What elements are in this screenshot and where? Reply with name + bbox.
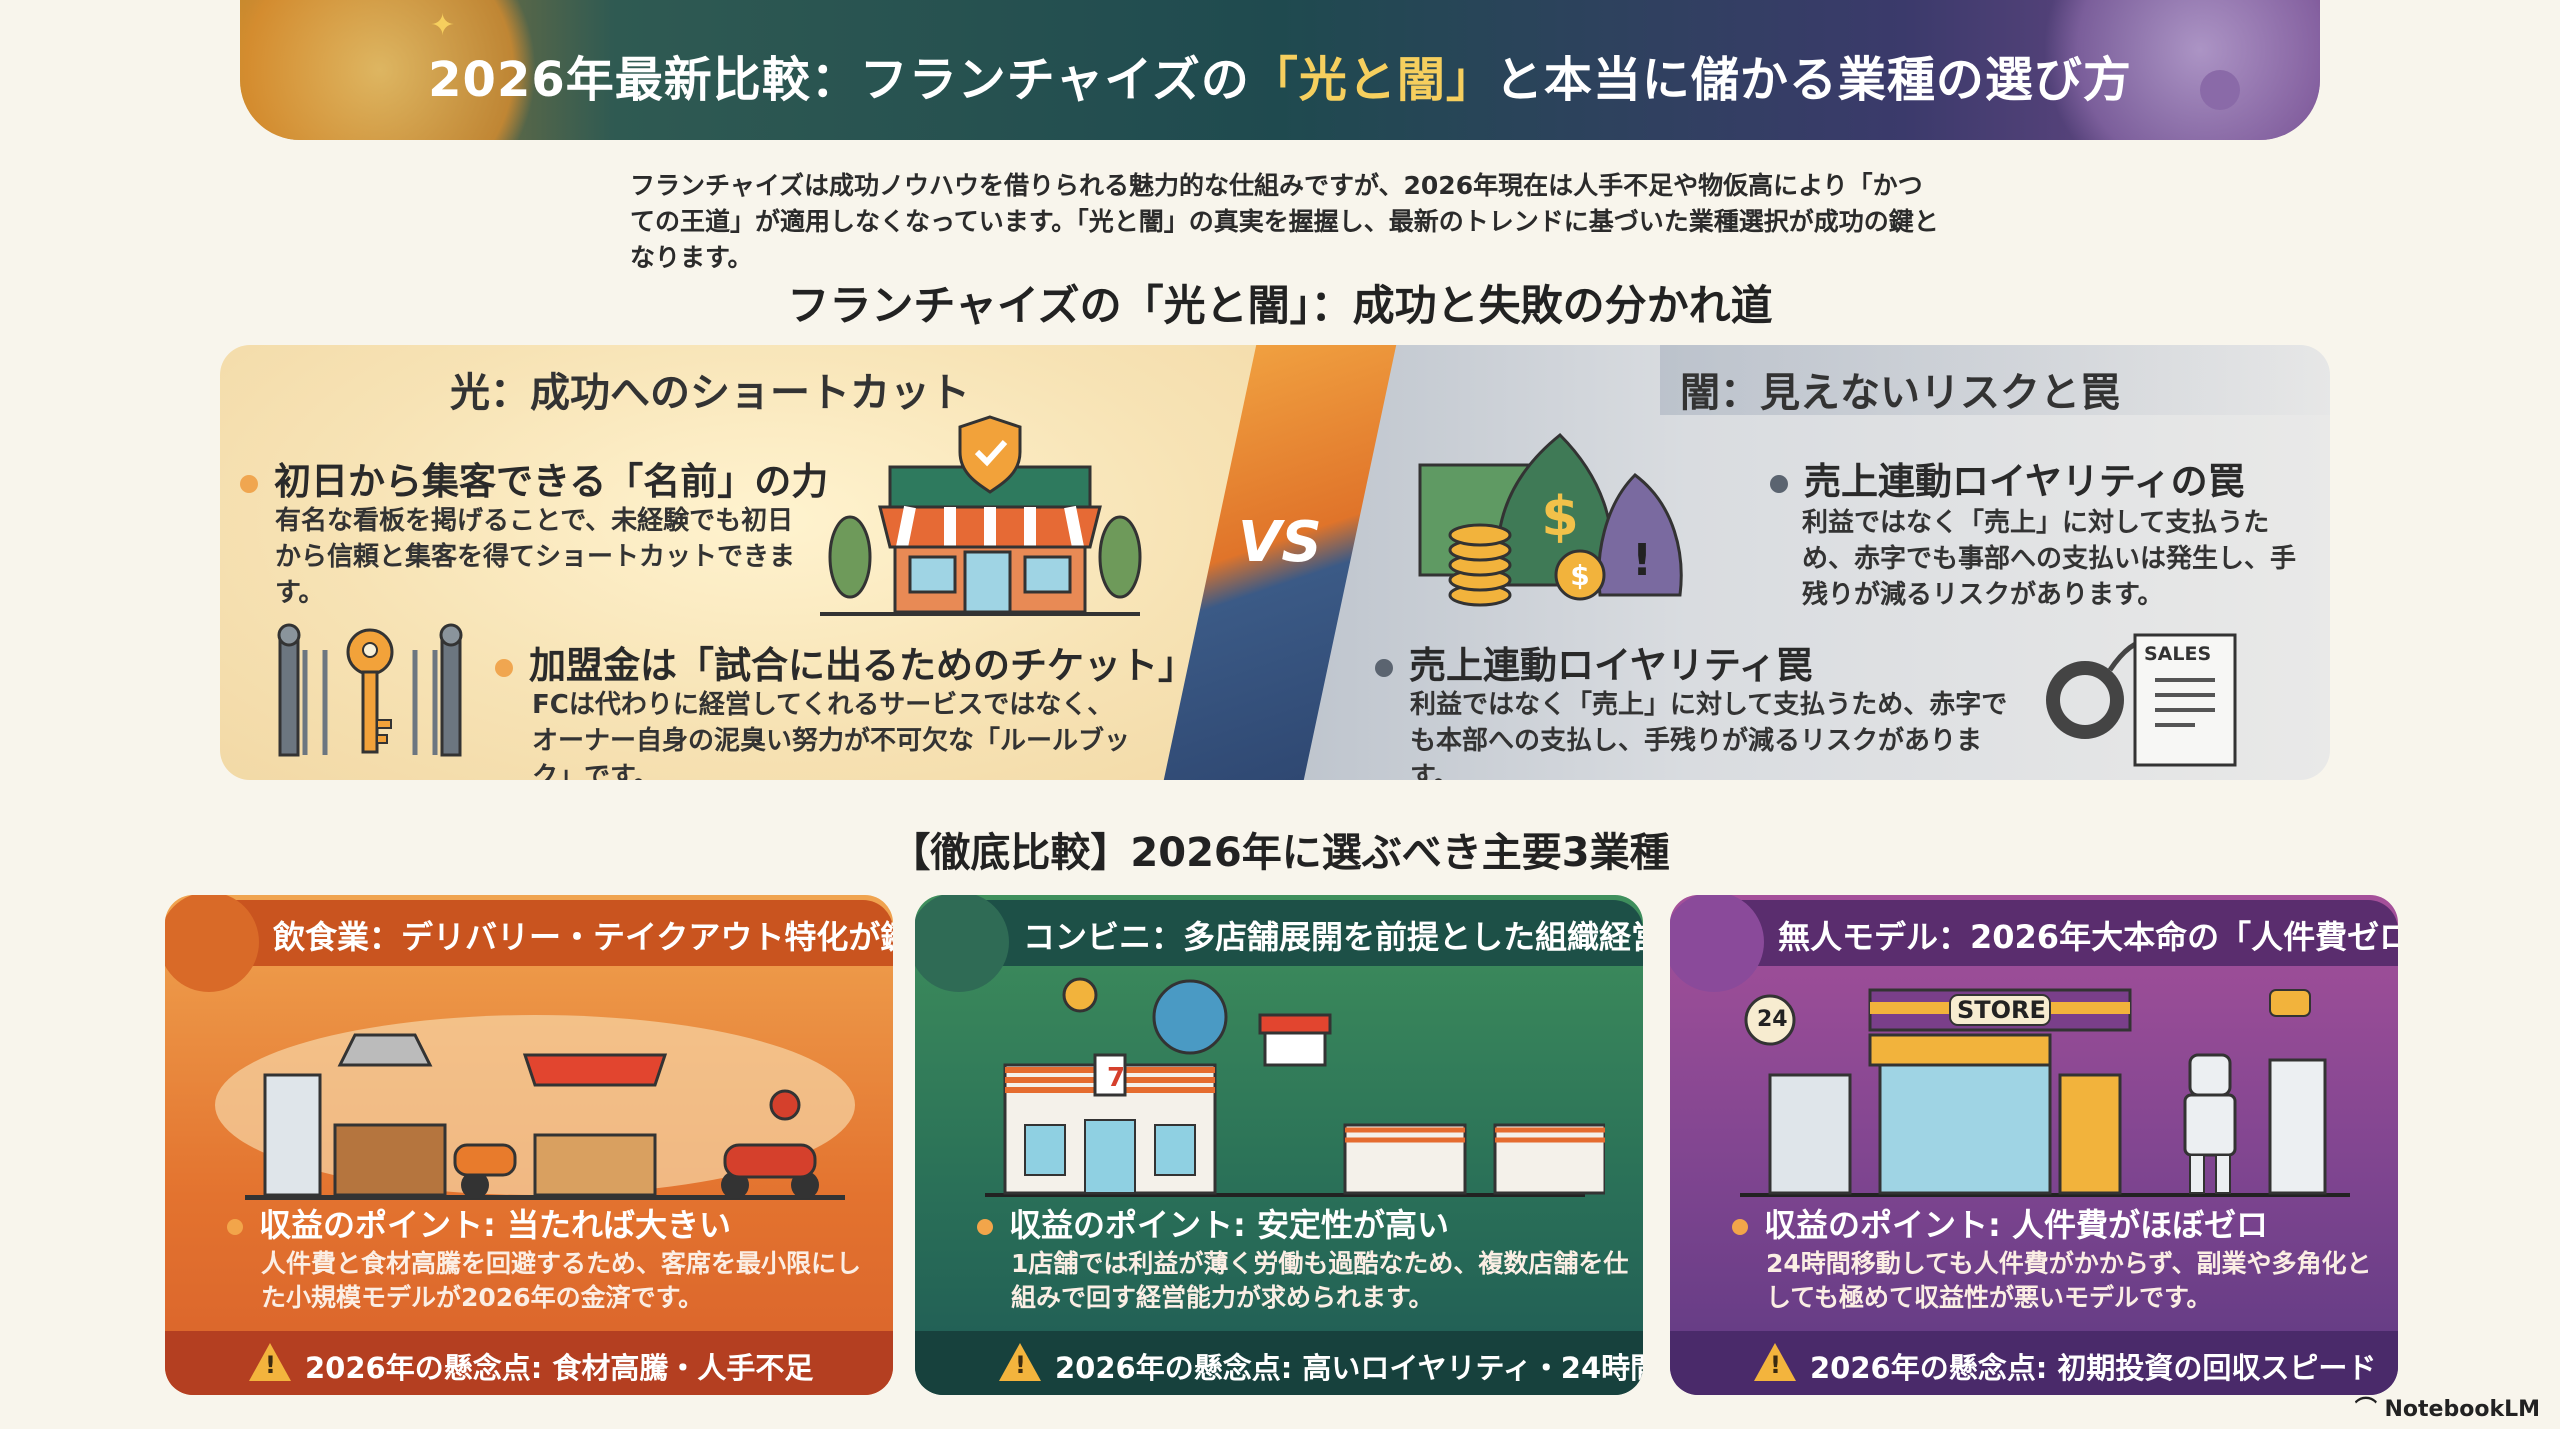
store-sign-number: 7 (1107, 1063, 1126, 1093)
card-description: 1店舗では利益が薄く労働も過酷なため、複数店舗を仕組みで回す経営能力が求められま… (1011, 1249, 1629, 1312)
card-title: 無人モデル：2026年大本命の「人件費ゼロ」 (1778, 918, 2398, 956)
bullet (1732, 1219, 1748, 1235)
decorative-wave (2020, 0, 2320, 140)
bullet (240, 474, 258, 493)
sparkle-icon: ✦ (430, 8, 456, 43)
convenience-store-illustration (985, 977, 1605, 1197)
key-gate-icon (277, 623, 463, 757)
card-unmanned-model: 無人モデル：2026年大本命の「人件費ゼロ」 24 STORE 収益のポイント:… (1670, 895, 2398, 1395)
decorative-wave (240, 0, 560, 140)
concern-text: 2026年の懸念点: 食材高騰・人手不足 (305, 1351, 814, 1385)
card-description: 24時間移動しても人件費がかからず、副業や多角化としても極めて収益性が悪いモデル… (1766, 1249, 2372, 1312)
bullet (1375, 658, 1393, 677)
title-highlight: 「光と闇」 (1249, 52, 1495, 108)
profit-point-text: 収益のポイント: 人件費がほぼゼロ (1764, 1206, 2268, 1244)
dark-item-text: 利益ではなく「売上」に対して支払うため、赤字でも本部への支払し、手残りが減るリス… (1410, 690, 2008, 780)
notebooklm-logo-icon: ⌒ (2354, 1397, 2385, 1422)
card-title: 飲食業：デリバリー・テイクアウト特化が鍵 (273, 918, 893, 956)
section-heading-comparison: 【徹底比較】2026年に選ぶべき主要3業種 (890, 830, 1670, 876)
light-dark-panel: VS 光：成功へのショートカット 闇：見えないリスクと罠 初日から集客できる「名… (220, 345, 2330, 780)
store-icon (1670, 895, 1764, 992)
decorative-dot (2200, 70, 2240, 110)
bullet (977, 1219, 993, 1235)
title-text: と本当に儲かる業種の選び方 (1494, 52, 2132, 108)
page-title: 2026年最新比較：フランチャイズの「光と闇」と本当に儲かる業種の選び方 (240, 40, 2320, 110)
vs-label: VS (1238, 510, 1322, 575)
profit-point: 収益のポイント: 当たれば大きい (227, 1200, 731, 1246)
profit-point: 収益のポイント: 安定性が高い (977, 1200, 1449, 1246)
card-header: コンビニ：多店舗展開を前提とした組織経営 (915, 895, 1643, 992)
light-item-heading: 加盟金は「試合に出るためのチケット」 (495, 635, 1195, 689)
unmanned-store-illustration (1740, 988, 2350, 1197)
heading-text: 加盟金は「試合に出るためのチケット」 (529, 644, 1195, 687)
storefront-shield-icon (820, 415, 1142, 616)
section-heading-light-dark: フランチャイズの「光と闇」：成功と失敗の分かれ道 (787, 281, 1773, 330)
delivery-kitchen-illustration (215, 1015, 855, 1200)
svg-text:$: $ (1570, 559, 1589, 592)
heading-text: 初日から集客できる「名前」の力 (274, 460, 829, 503)
card-description: 人件費と食材高騰を回避するため、客席を最小限にした小規模モデルが2026年の金済… (261, 1249, 862, 1312)
warning-icon (249, 1343, 291, 1381)
bullet (227, 1219, 243, 1235)
food-icon (165, 895, 259, 992)
dark-title: 闇：見えないリスクと罠 (1680, 370, 2120, 416)
notebooklm-watermark: ⌒ NotebookLM (2355, 1391, 2540, 1423)
receipt-label: SALES (2144, 643, 2212, 665)
card-header: 飲食業：デリバリー・テイクアウト特化が鍵 (165, 895, 893, 992)
dark-item-text: 利益ではなく「売上」に対して支払うため、赤字でも事部への支払いは発生し、手残りが… (1802, 508, 2297, 610)
profit-point: 収益のポイント: 人件費がほぼゼロ (1732, 1200, 2268, 1246)
card-convenience-store: コンビニ：多店舗展開を前提とした組織経営 7 収益のポイント: 安定性が高い 1… (915, 895, 1643, 1395)
svg-text:$: $ (1541, 485, 1579, 548)
title-text: 2026年最新比較：フランチャイズの (428, 52, 1250, 108)
light-item-heading: 初日から集客できる「名前」の力 (240, 451, 828, 505)
warning-icon (1754, 1343, 1796, 1381)
warning-icon (999, 1343, 1041, 1381)
title-banner: 2026年最新比較：フランチャイズの「光と闇」と本当に儲かる業種の選び方 (240, 0, 2320, 140)
heading-text: 売上連動ロイヤリティの罠 (1804, 460, 2245, 503)
store-icon (915, 895, 1009, 992)
money-bags-icon: $ ! $ (1418, 432, 1683, 607)
heading-text: 売上連動ロイヤリティ罠 (1409, 644, 1813, 687)
concern-bar: 2026年の懸念点: 初期投資の回収スピード (1670, 1331, 2398, 1395)
clock-24-label: 24 (1757, 1007, 1788, 1032)
light-item-text: 有名な看板を掲げることで、未経験でも初日から信頼と集客を得てショートカットできま… (275, 506, 796, 608)
card-title: コンビニ：多店舗展開を前提とした組織経営 (1023, 918, 1643, 956)
profit-point-text: 収益のポイント: 当たれば大きい (259, 1206, 731, 1244)
card-restaurant: 飲食業：デリバリー・テイクアウト特化が鍵 収益のポイント: 当たれば大きい 人件… (165, 895, 893, 1395)
profit-point-text: 収益のポイント: 安定性が高い (1009, 1206, 1449, 1244)
dark-item-heading: 売上連動ロイヤリティの罠 (1770, 451, 2245, 505)
handcuffs-icon (2046, 633, 2237, 767)
concern-bar: 2026年の懸念点: 高いロイヤリティ・24時間拘束 (915, 1331, 1643, 1395)
concern-text: 2026年の懸念点: 初期投資の回収スピード (1810, 1351, 2377, 1385)
brand-text: NotebookLM (2384, 1397, 2540, 1422)
bullet (1770, 474, 1788, 493)
bullet (495, 658, 513, 677)
light-item-text: FCは代わりに経営してくれるサービスではなく、オーナー自身の泥臭い努力が不可欠な… (532, 690, 1131, 780)
concern-bar: 2026年の懸念点: 食材高騰・人手不足 (165, 1331, 893, 1395)
concern-text: 2026年の懸念点: 高いロイヤリティ・24時間拘束 (1055, 1351, 1643, 1385)
intro-text: フランチャイズは成功ノウハウを借りられる魅力的な仕組みですが、2026年現在は人… (630, 171, 1939, 272)
dark-title-band (1660, 345, 2330, 415)
store-sign-label: STORE (1957, 996, 2046, 1024)
dark-item-heading: 売上連動ロイヤリティ罠 (1375, 635, 1813, 689)
light-title: 光：成功へのショートカット (450, 370, 970, 416)
svg-text:!: ! (1632, 535, 1652, 586)
card-header: 無人モデル：2026年大本命の「人件費ゼロ」 (1670, 895, 2398, 992)
